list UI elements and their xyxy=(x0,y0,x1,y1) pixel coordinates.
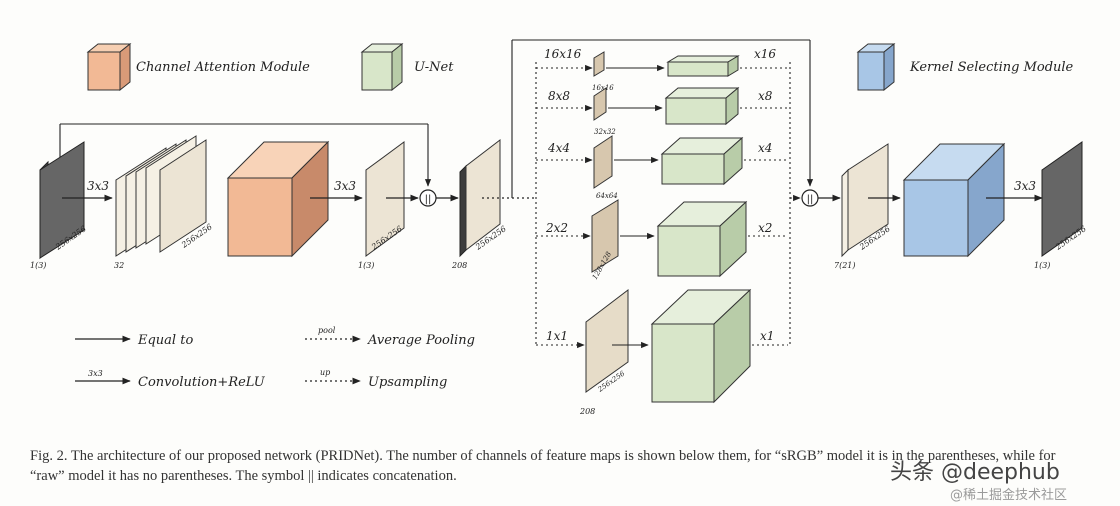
map1-channel-label: 1(3) xyxy=(358,261,374,270)
branch-8-size-label: 32x32 xyxy=(594,128,616,136)
legend-cam-label: Channel Attention Module xyxy=(136,60,310,75)
branch-16-pool-label: 16x16 xyxy=(544,47,582,61)
output-channel-label: 1(3) xyxy=(1034,261,1050,270)
conv1-label: 3x3 xyxy=(87,179,109,193)
legend-pool-tag: pool xyxy=(318,326,336,335)
stack-channel-label: 32 xyxy=(114,261,124,270)
feature-map-7-21 xyxy=(841,143,889,258)
map721-channel-label: 7(21) xyxy=(834,261,856,270)
svg-text:||: || xyxy=(807,194,814,205)
branch-4 xyxy=(536,135,788,189)
feature-map-1-3 xyxy=(365,141,405,257)
legend-up-tag: up xyxy=(320,368,330,377)
branch-4-pool-label: 4x4 xyxy=(547,141,570,155)
figure-caption: Fig. 2. The architecture of our proposed… xyxy=(30,448,1056,484)
skip-connection-2 xyxy=(511,39,814,198)
legend-equal-label: Equal to xyxy=(137,333,193,348)
feature-map-208 xyxy=(459,138,501,258)
branch-1-pool-label: 1x1 xyxy=(546,329,568,343)
channel-attention-cube xyxy=(226,140,330,258)
branch-1-up-label: x1 xyxy=(760,329,774,343)
svg-text:||: || xyxy=(425,194,432,205)
legend-unet-icon xyxy=(360,42,404,92)
input-channel-label: 1(3) xyxy=(30,261,46,270)
output-feature-map xyxy=(1041,141,1083,257)
legend-unet-label: U-Net xyxy=(414,60,454,75)
map208-channel-label: 208 xyxy=(451,261,467,270)
branch-2-up-label: x2 xyxy=(758,221,772,235)
legend-ksm-label: Kernel Selecting Module xyxy=(909,60,1074,75)
feature-stack-32 xyxy=(115,135,207,257)
legend-conv-tag: 3x3 xyxy=(88,369,103,378)
branch-1 xyxy=(536,288,788,404)
watermark-main: 头条 @deephub xyxy=(890,460,1060,485)
legend-conv-label: Convolution+ReLU xyxy=(138,375,266,390)
input-feature-map xyxy=(39,141,85,260)
concat-node-1: || xyxy=(419,189,437,207)
kernel-selecting-cube xyxy=(902,142,1006,258)
legend-cam-icon xyxy=(86,42,132,92)
conv2-label: 3x3 xyxy=(334,179,356,193)
legend-pool-label: Average Pooling xyxy=(367,333,475,348)
branch-2 xyxy=(536,199,788,278)
branch-16-up-label: x16 xyxy=(754,47,776,61)
branch-4-up-label: x4 xyxy=(758,141,772,155)
branch-1-channel-label: 208 xyxy=(579,407,595,416)
concat-node-2: || xyxy=(801,189,819,207)
branch-8-pool-label: 8x8 xyxy=(548,89,570,103)
legend-ksm-icon xyxy=(856,42,896,92)
branch-splitter xyxy=(535,62,801,345)
watermark-sub: @稀土掘金技术社区 xyxy=(950,488,1068,503)
branch-2-pool-label: 2x2 xyxy=(545,221,568,235)
branch-16 xyxy=(536,51,788,77)
branch-4-size-label: 64x64 xyxy=(596,192,618,200)
branch-8-up-label: x8 xyxy=(758,89,773,103)
conv3-label: 3x3 xyxy=(1014,179,1036,193)
legend-up-label: Upsampling xyxy=(368,375,447,390)
skip-connection-1 xyxy=(59,123,432,187)
legend: Channel Attention Module U-Net Kernel Se… xyxy=(75,42,1074,390)
branch-16-size-label: 16x16 xyxy=(592,84,614,92)
branch-8 xyxy=(536,86,788,126)
